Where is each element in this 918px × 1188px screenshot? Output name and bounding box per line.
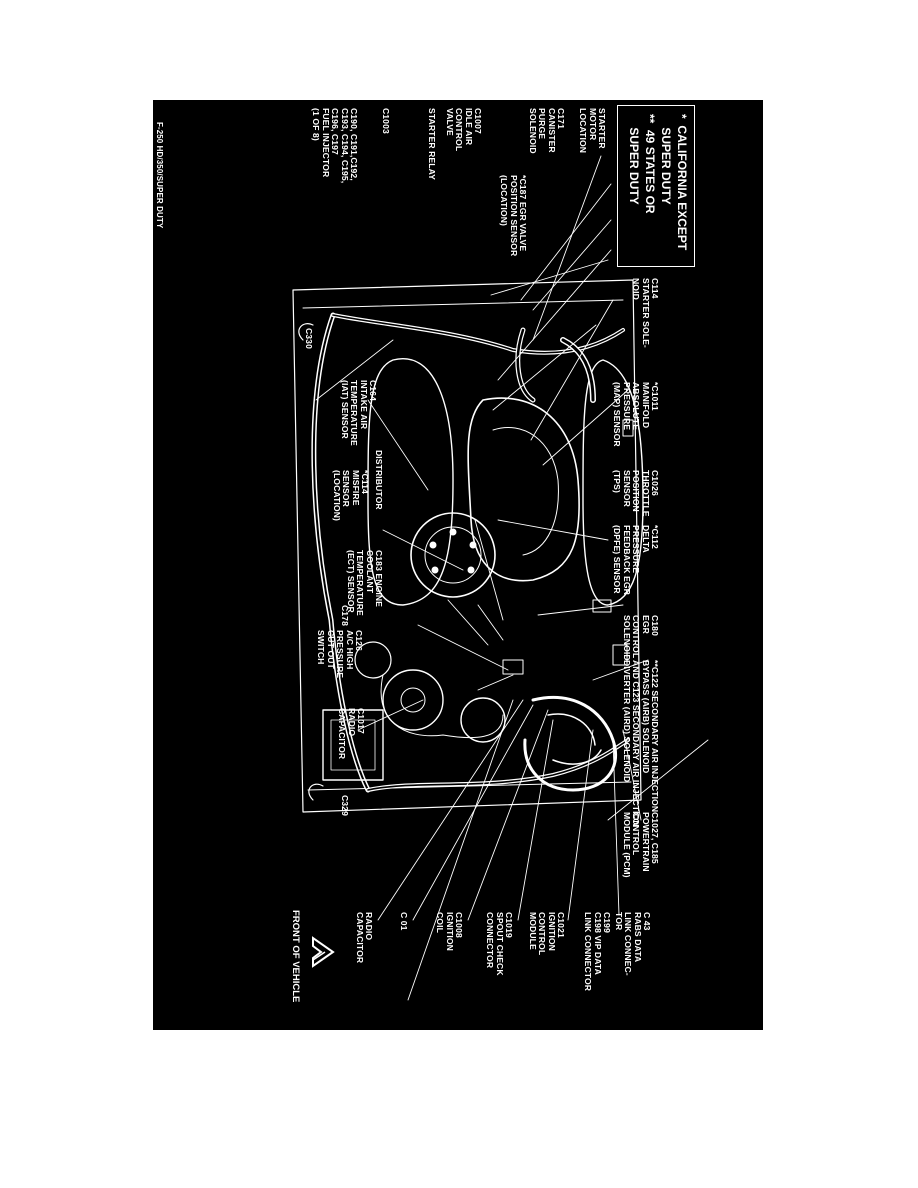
caption-line-1: F-250 HD/350/SUPER DUTY bbox=[155, 121, 164, 229]
engine-illustration bbox=[292, 155, 709, 1001]
label-c114: C114 STARTER SOLE- NOID bbox=[631, 278, 660, 348]
label-starter-motor: STARTER MOTOR LOCATION bbox=[578, 108, 607, 154]
label-c199: C199 C198 VIP DATA LINK CONNECTOR bbox=[583, 912, 612, 992]
pulley-b bbox=[460, 697, 506, 743]
label-c180: C180 EGR CONTROL SOLENOID bbox=[621, 615, 660, 661]
drive-belt bbox=[380, 674, 504, 739]
pulley-c bbox=[354, 641, 392, 679]
distributor-cap bbox=[410, 512, 496, 598]
label-c114b: *C114 MISFIRE SENSOR (LOCATION) bbox=[331, 470, 370, 521]
leader-lines bbox=[315, 155, 709, 1001]
label-c1008: C1008 IGNITION COIL bbox=[435, 912, 464, 951]
label-c1027: C1027, C185 POWERTRAIN CONTROL MODULE (P… bbox=[621, 812, 660, 878]
frame-rail-left bbox=[302, 299, 624, 309]
frame-rail-right bbox=[307, 781, 632, 791]
legend-line-2: SUPER DUTY bbox=[659, 114, 673, 205]
legend-line-1: * CALIFORNIA EXCEPT bbox=[675, 114, 689, 251]
front-of-vehicle-label: FRONT OF VEHICLE bbox=[290, 910, 301, 1003]
pcm-harness bbox=[523, 695, 618, 792]
legend: * CALIFORNIA EXCEPT SUPER DUTY ** 49 STA… bbox=[617, 105, 695, 267]
label-c178: C178 bbox=[340, 605, 350, 626]
label-c43: C 43 RABS DATA LINK CONNEC- TOR bbox=[613, 912, 652, 976]
caption: F-250 HD/350/SUPER DUTY FCS-12254-97 (4 … bbox=[128, 108, 173, 228]
label-c122: **C122 SECONDARY AIR INJECTION BYPASS (A… bbox=[621, 660, 660, 827]
label-c187: *C187 EGR VALVE POSITION SENSOR (LOCATIO… bbox=[499, 175, 528, 257]
label-c1017: C1017 RADIO CAPACITOR bbox=[337, 708, 366, 760]
valve-cover-left bbox=[367, 358, 454, 606]
label-c183: C183 ENGINE COOLANT TEMPERATURE (ECT) SE… bbox=[345, 550, 384, 616]
front-arrow-icon bbox=[312, 936, 335, 968]
pulley-a bbox=[382, 669, 444, 731]
engine-wiring-diagram: * CALIFORNIA EXCEPT SUPER DUTY ** 49 STA… bbox=[137, 100, 763, 1030]
label-c164: C164 INTAKE AIR TEMPERATURE (IAT) SENSOR bbox=[339, 380, 378, 446]
label-c329: C329 bbox=[340, 795, 350, 816]
label-layer: * CALIFORNIA EXCEPT SUPER DUTY ** 49 STA… bbox=[137, 100, 763, 1030]
label-starter-relay: STARTER RELAY bbox=[427, 108, 437, 180]
label-c171: C171 CANISTER PURGE SOLENOID bbox=[527, 108, 566, 154]
label-c190: C190, C191,C192, C193, C194, C195, C196,… bbox=[311, 108, 359, 184]
label-c330: C330 bbox=[304, 328, 314, 349]
label-c1021: C1021 IGNITION CONTROL MODULE bbox=[527, 912, 566, 956]
label-c1011: *C1011 MANIFOLD ABSOLUTE PRESSURE (MAP) … bbox=[612, 382, 660, 447]
label-c126: C126 A/C HIGH PRESSURE CUT OUT SWITCH bbox=[316, 630, 364, 679]
label-c1007: C1007 IDLE AIR CONTROL VALVE bbox=[444, 108, 483, 152]
frame-outline bbox=[292, 279, 642, 813]
battery bbox=[322, 709, 384, 781]
label-c1003: C1003 bbox=[381, 108, 391, 134]
label-c1026: C1026 THROTTLE POSITION SENSOR (TPS) bbox=[612, 470, 660, 517]
legend-line-3: ** 49 STATES OR bbox=[643, 114, 657, 214]
caption-line-2: FCS-12254-97 (4 OF 20) bbox=[137, 121, 146, 214]
label-c112: *C112 DELTA PRESSURE FEEDBACK EGR (DPFE)… bbox=[612, 525, 660, 595]
intake-plenum bbox=[467, 397, 580, 582]
legend-line-4: SUPER DUTY bbox=[627, 114, 641, 205]
label-c01: C 01 bbox=[399, 912, 409, 931]
label-distributor: DISTRIBUTOR bbox=[374, 450, 384, 510]
label-radio-capacitor: RADIO CAPACITOR bbox=[354, 912, 374, 964]
label-c1019: C1019 SPOUT CHECK CONNECTOR bbox=[485, 912, 514, 976]
